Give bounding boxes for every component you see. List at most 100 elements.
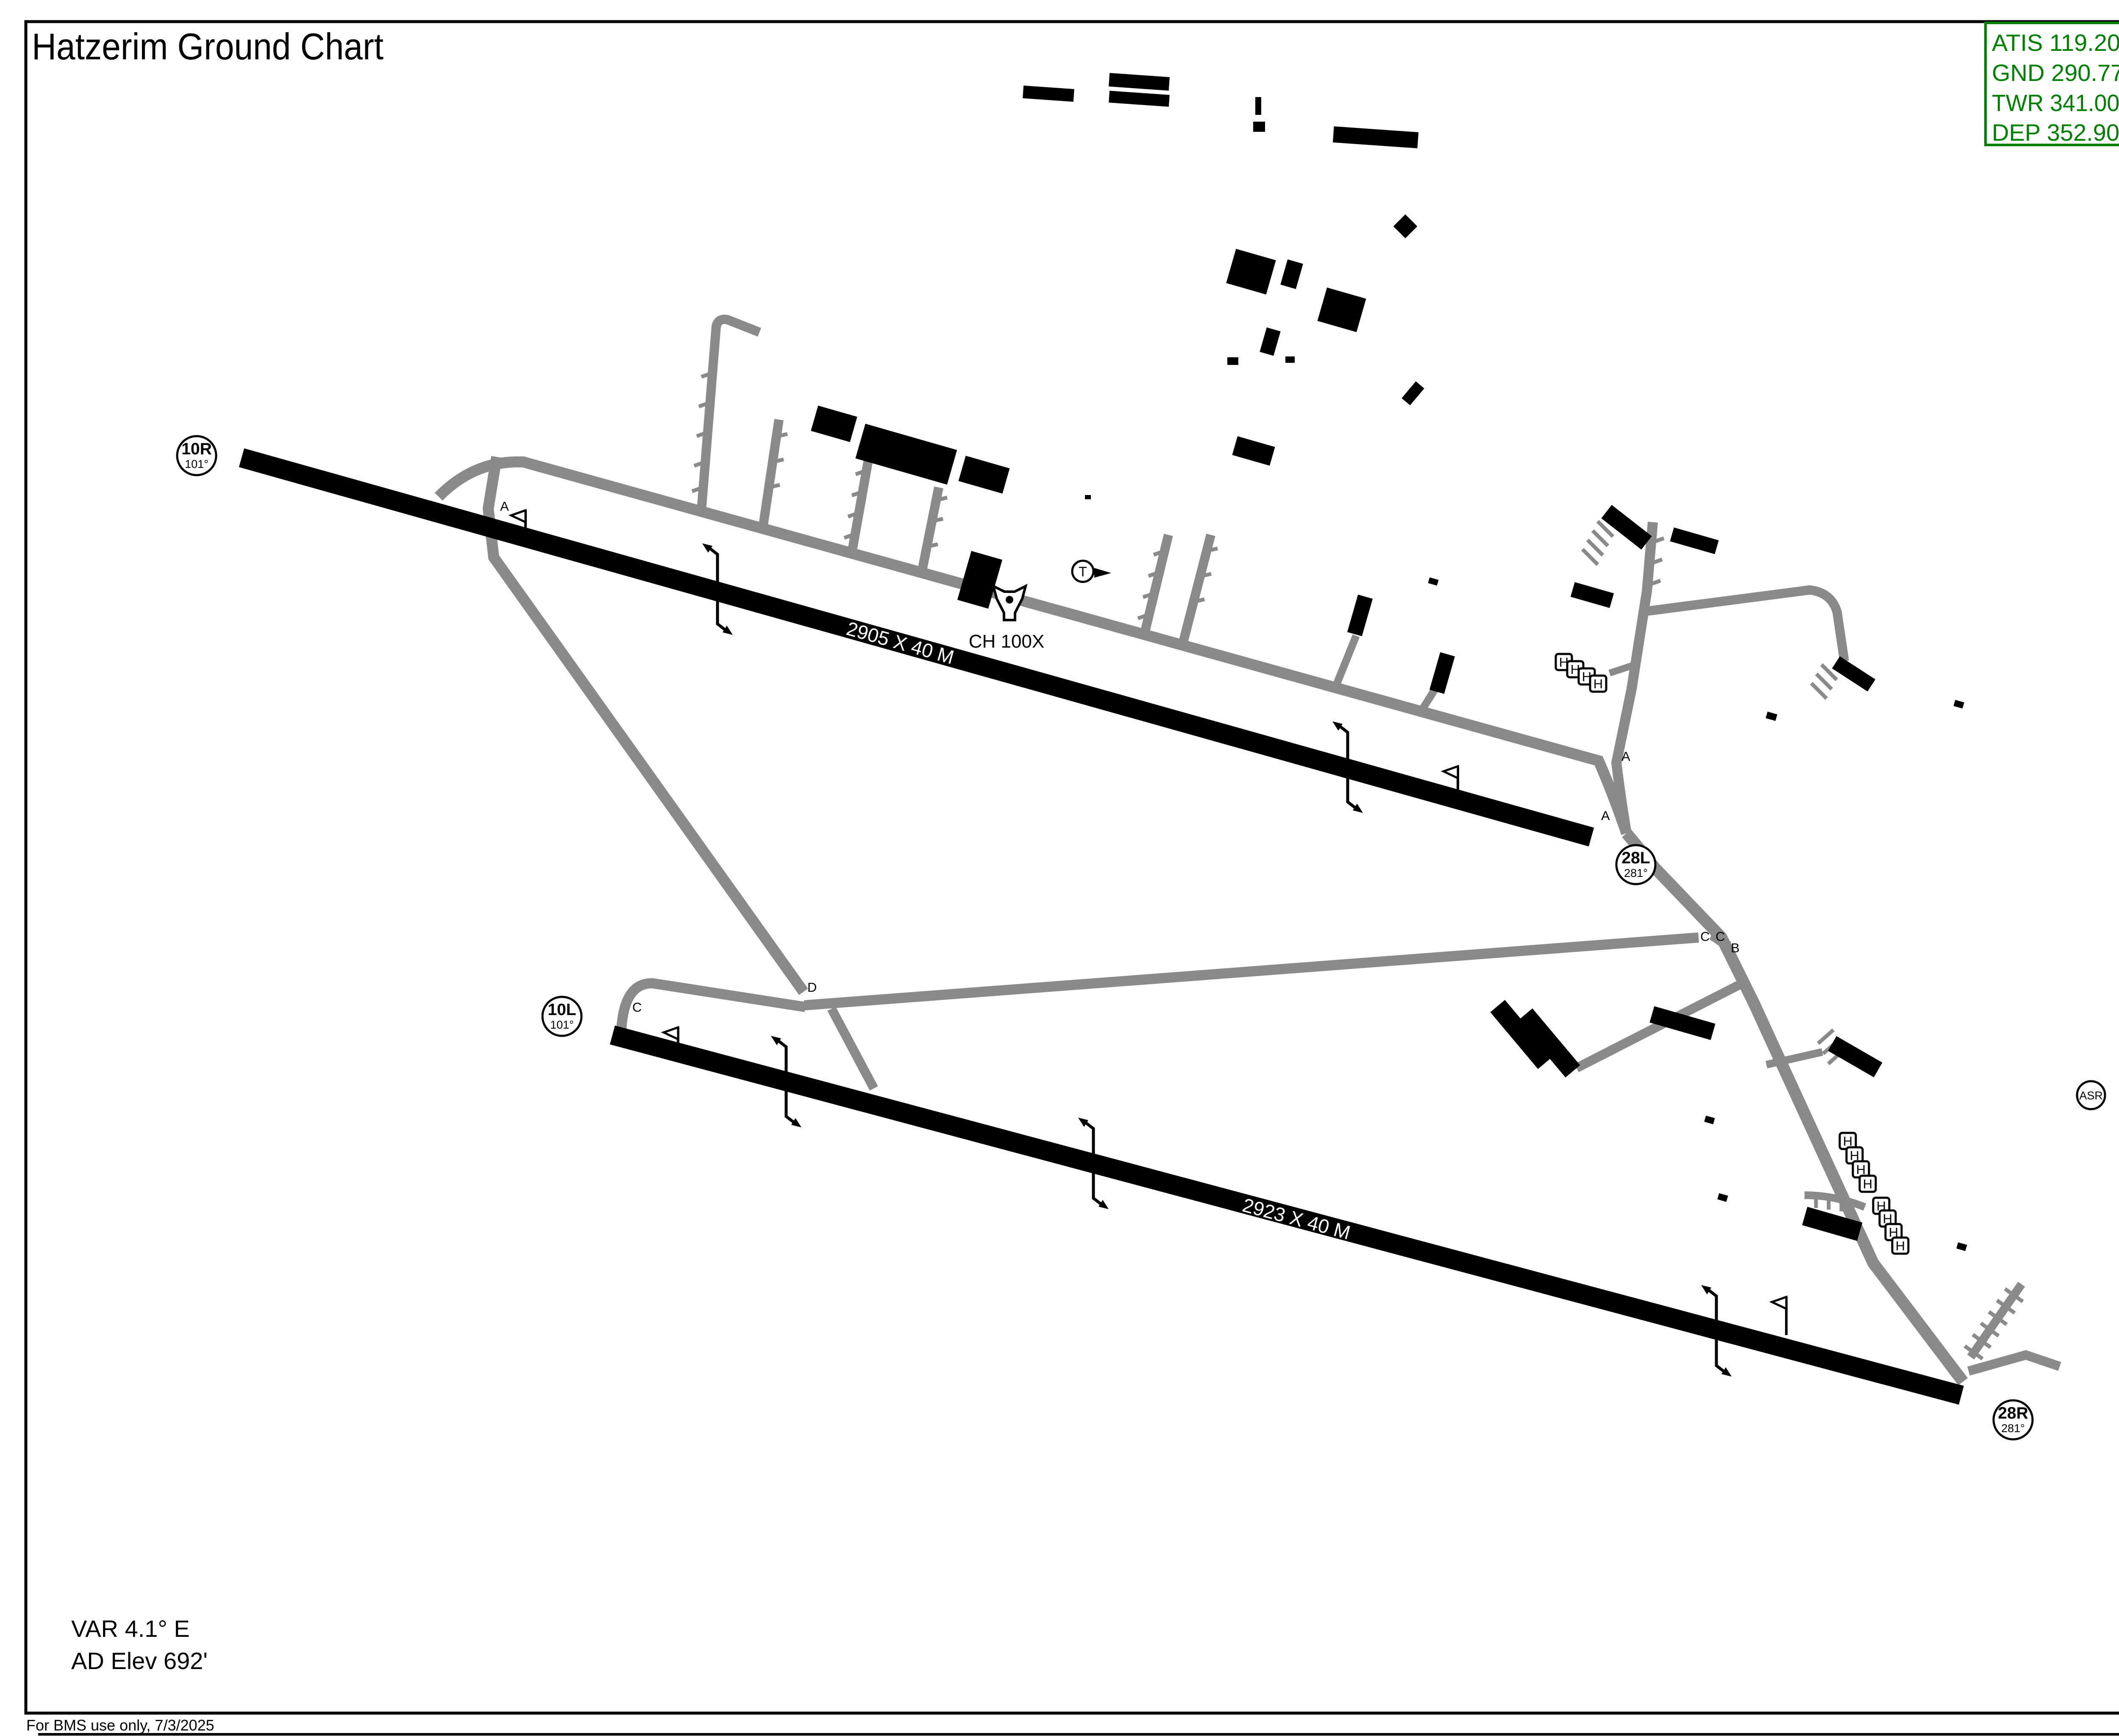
taxiway-d-collector <box>804 932 1699 1010</box>
apron-arm-6 <box>1178 534 1215 646</box>
taxiway-label-c: C <box>632 1000 642 1015</box>
building <box>811 405 857 442</box>
building <box>1023 85 1074 102</box>
building <box>1649 1006 1716 1040</box>
building <box>1428 577 1439 586</box>
taxiway-label-b: B <box>1731 940 1740 955</box>
page-title: Hatzerim Ground Chart <box>32 25 384 67</box>
building <box>1227 357 1238 365</box>
building <box>1226 249 1276 295</box>
buildings <box>811 73 1967 1251</box>
arresting-gear-icon <box>771 1036 801 1127</box>
taxiway-label-d: D <box>807 980 817 995</box>
tower-symbol: T <box>1071 559 1111 583</box>
apron-arm-4 <box>917 486 943 573</box>
runways: 2905 X 40 M 2923 X 40 M <box>239 448 1964 1405</box>
taxiway-c-stub <box>616 978 806 1031</box>
building <box>1253 122 1265 132</box>
building <box>1332 126 1419 148</box>
taxiway-a-line <box>1611 521 1658 834</box>
pennant-markers <box>508 509 1788 1335</box>
helipad: H <box>1878 1209 1897 1228</box>
building <box>1490 1000 1553 1069</box>
helipad-label: H <box>1883 1211 1892 1226</box>
helipad-label: H <box>1863 1177 1872 1191</box>
frequency-box <box>1984 22 2119 146</box>
building <box>1802 1207 1863 1241</box>
asr-symbol: ASR <box>2076 1080 2106 1110</box>
runway-id-label: 10R <box>181 440 212 458</box>
helipad: H <box>1891 1236 1910 1255</box>
apron-teeth <box>691 371 1844 1211</box>
building <box>1085 495 1091 499</box>
helipad-label: H <box>1889 1225 1898 1240</box>
taxiway-north-parallel <box>434 456 1632 835</box>
magnetic-variation: VAR 4.1° E <box>71 1615 190 1642</box>
taxiway-d-south-branch <box>827 1006 878 1091</box>
tacan: CH 100X <box>969 584 1044 652</box>
building <box>1601 505 1652 550</box>
tower-flag-icon <box>1094 568 1111 578</box>
helipad: H <box>1845 1146 1864 1165</box>
asr-label: ASR <box>2079 1089 2103 1102</box>
building <box>1953 700 1964 709</box>
arresting-gear-icon <box>1332 721 1363 813</box>
helipads: H H H H H H H H H H H H <box>1554 653 1910 1255</box>
building <box>957 551 1003 609</box>
apron-arm-2 <box>758 419 784 529</box>
chart-border <box>24 20 2119 1715</box>
helipad-stub <box>1608 662 1634 676</box>
building <box>1255 97 1261 115</box>
taxiway-label-a: A <box>1621 749 1630 764</box>
runway-id-10r: 10R 101° <box>176 435 217 476</box>
frequency-dep: DEP 352.900 <box>1992 119 2119 146</box>
runway-id-28r: 28R 281° <box>1992 1399 2034 1441</box>
taxiway-label-c: C <box>1700 929 1710 944</box>
building <box>1109 91 1170 107</box>
building <box>1260 327 1281 356</box>
windsock-icon <box>508 509 527 544</box>
taxiway-label-c: C <box>1716 929 1725 944</box>
shelter-stub-south <box>1766 1048 1823 1068</box>
helipad-label: H <box>1850 1148 1859 1163</box>
runway-id-28l: 28L 281° <box>1615 844 1657 885</box>
building <box>1109 73 1170 91</box>
building <box>1717 1193 1728 1202</box>
taxiway-label-a: A <box>1601 808 1610 823</box>
apron-arm-1 <box>697 314 762 511</box>
building <box>1670 527 1719 554</box>
arresting-gear-icon <box>702 543 733 635</box>
building <box>1956 1242 1967 1251</box>
taxiway-b-road <box>1646 585 1849 662</box>
building <box>855 423 957 485</box>
building <box>1766 712 1777 721</box>
runway-heading-label: 281° <box>2001 1422 2025 1435</box>
tacan-dot-icon <box>1006 596 1013 604</box>
taxiway-28r-east-stub <box>1967 1350 2061 1376</box>
building <box>1280 259 1303 289</box>
building <box>1518 1008 1580 1078</box>
shelter-stub-1 <box>1331 634 1360 690</box>
aerodrome-elevation: AD Elev 692' <box>71 1647 208 1674</box>
frequency-atis: ATIS 119.200 <box>1992 29 2119 56</box>
building <box>1347 594 1373 637</box>
runway-10l-28r <box>610 1025 1964 1405</box>
arresting-gear-icon <box>1078 1118 1109 1209</box>
runway-heading-label: 101° <box>185 458 209 470</box>
arresting-gear-icon <box>1701 1285 1732 1377</box>
building <box>1232 436 1275 466</box>
helipad: H <box>1858 1174 1877 1193</box>
building <box>1317 287 1366 332</box>
bottom-rule <box>38 1733 2119 1736</box>
runway-10r-28l <box>239 448 1594 847</box>
runway-id-label: 10L <box>548 1001 576 1019</box>
building <box>958 456 1010 494</box>
frequency-gnd: GND 290.775 <box>1992 59 2119 86</box>
shelter-road-south <box>1804 1191 1866 1211</box>
building <box>1429 652 1455 694</box>
runway-id-label: 28L <box>1621 849 1650 867</box>
building <box>1285 356 1295 363</box>
building <box>1704 1116 1715 1124</box>
